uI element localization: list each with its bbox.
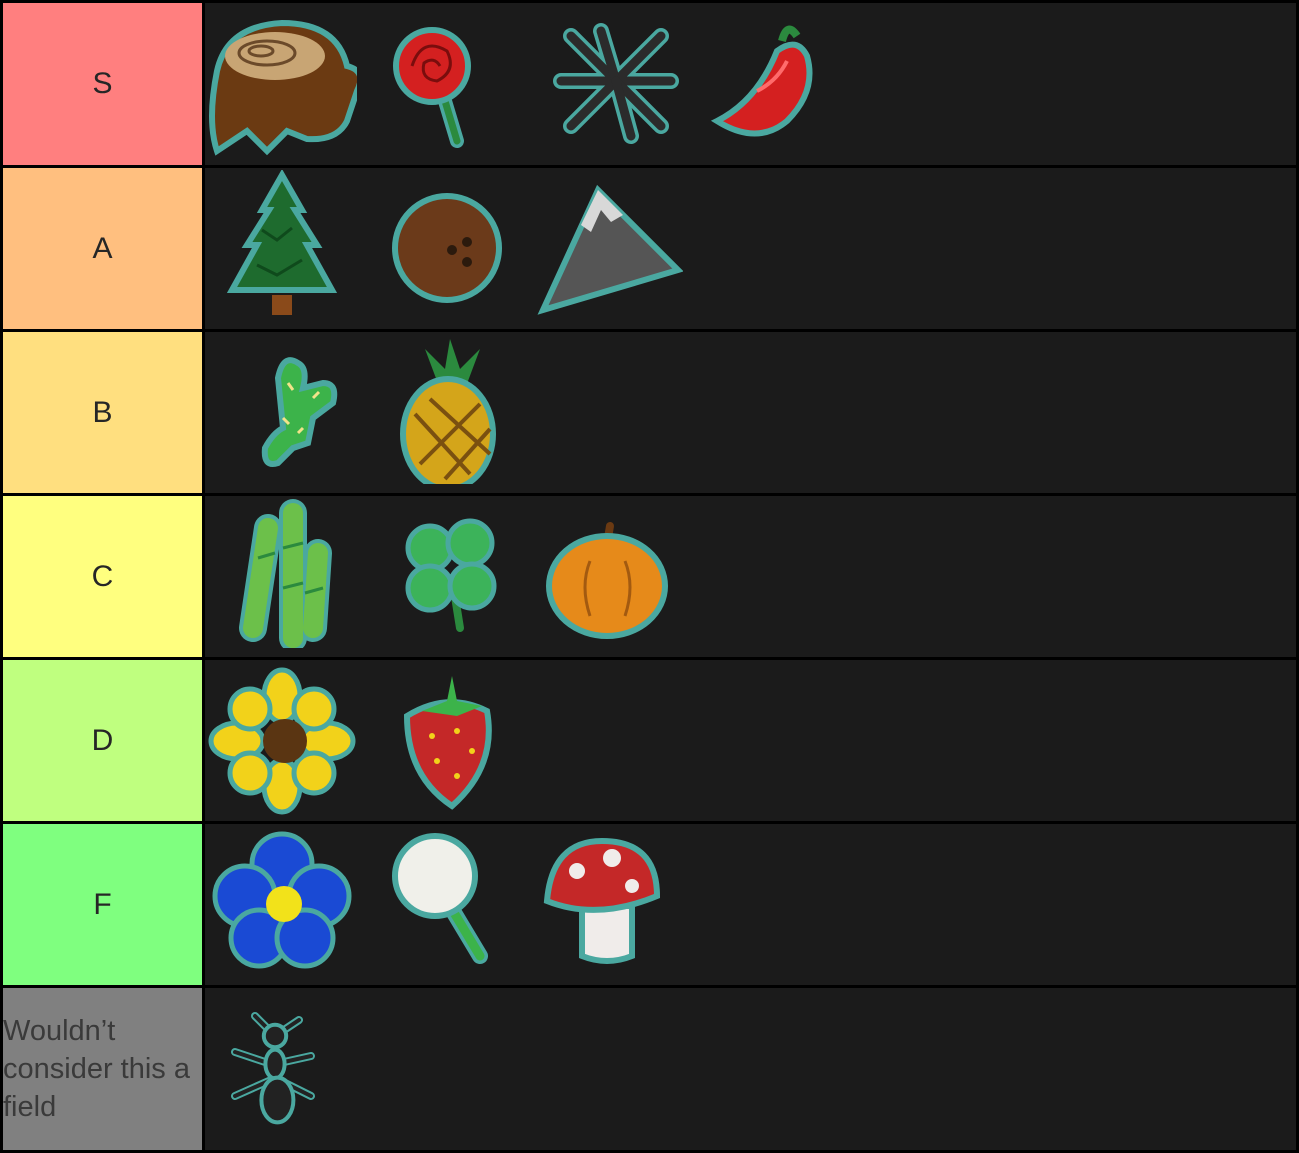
tier-label-c: C: [3, 496, 202, 657]
tier-row-d: D: [3, 660, 1296, 821]
tier-row-a: A: [3, 168, 1296, 329]
tier-label-not-a-field: Wouldn’t consider this a field: [3, 988, 202, 1150]
sunflower-field-icon[interactable]: [207, 666, 357, 816]
dandelion-field-icon[interactable]: [385, 826, 535, 976]
mountain-top-field-icon[interactable]: [533, 170, 683, 320]
tier-row-b: B: [3, 332, 1296, 493]
tier-row-not-a-field: Wouldn’t consider this a field: [3, 988, 1296, 1150]
tier-items-b: [205, 332, 1296, 493]
mushroom-field-icon[interactable]: [537, 826, 687, 976]
tier-label-s: S: [3, 3, 202, 165]
tier-row-s: S: [3, 3, 1296, 165]
pumpkin-field-icon[interactable]: [530, 501, 680, 651]
pine-tree-field-icon[interactable]: [207, 170, 357, 320]
rose-field-icon[interactable]: [362, 11, 512, 161]
pineapple-field-icon[interactable]: [380, 334, 530, 484]
blue-flower-field-icon[interactable]: [207, 826, 357, 976]
tier-row-f: F: [3, 824, 1296, 985]
clover-field-icon[interactable]: [380, 498, 530, 648]
pepper-field-icon[interactable]: [697, 11, 847, 161]
tier-label-f: F: [3, 824, 202, 985]
bamboo-field-icon[interactable]: [223, 498, 373, 648]
tier-items-not-a-field: [205, 988, 1296, 1150]
tier-label-b: B: [3, 332, 202, 493]
tier-items-s: [205, 3, 1296, 165]
tier-items-a: [205, 168, 1296, 329]
ant-field-icon[interactable]: [215, 1008, 335, 1128]
tier-items-d: [205, 660, 1296, 821]
tier-items-c: [205, 496, 1296, 657]
tier-label-d: D: [3, 660, 202, 821]
tier-label-a: A: [3, 168, 202, 329]
spider-field-icon[interactable]: [541, 11, 691, 161]
tier-row-c: C: [3, 496, 1296, 657]
cactus-field-icon[interactable]: [233, 338, 383, 488]
coconut-field-icon[interactable]: [372, 170, 522, 320]
tier-items-f: [205, 824, 1296, 985]
stump-field-icon[interactable]: [207, 11, 357, 161]
strawberry-field-icon[interactable]: [377, 666, 527, 816]
